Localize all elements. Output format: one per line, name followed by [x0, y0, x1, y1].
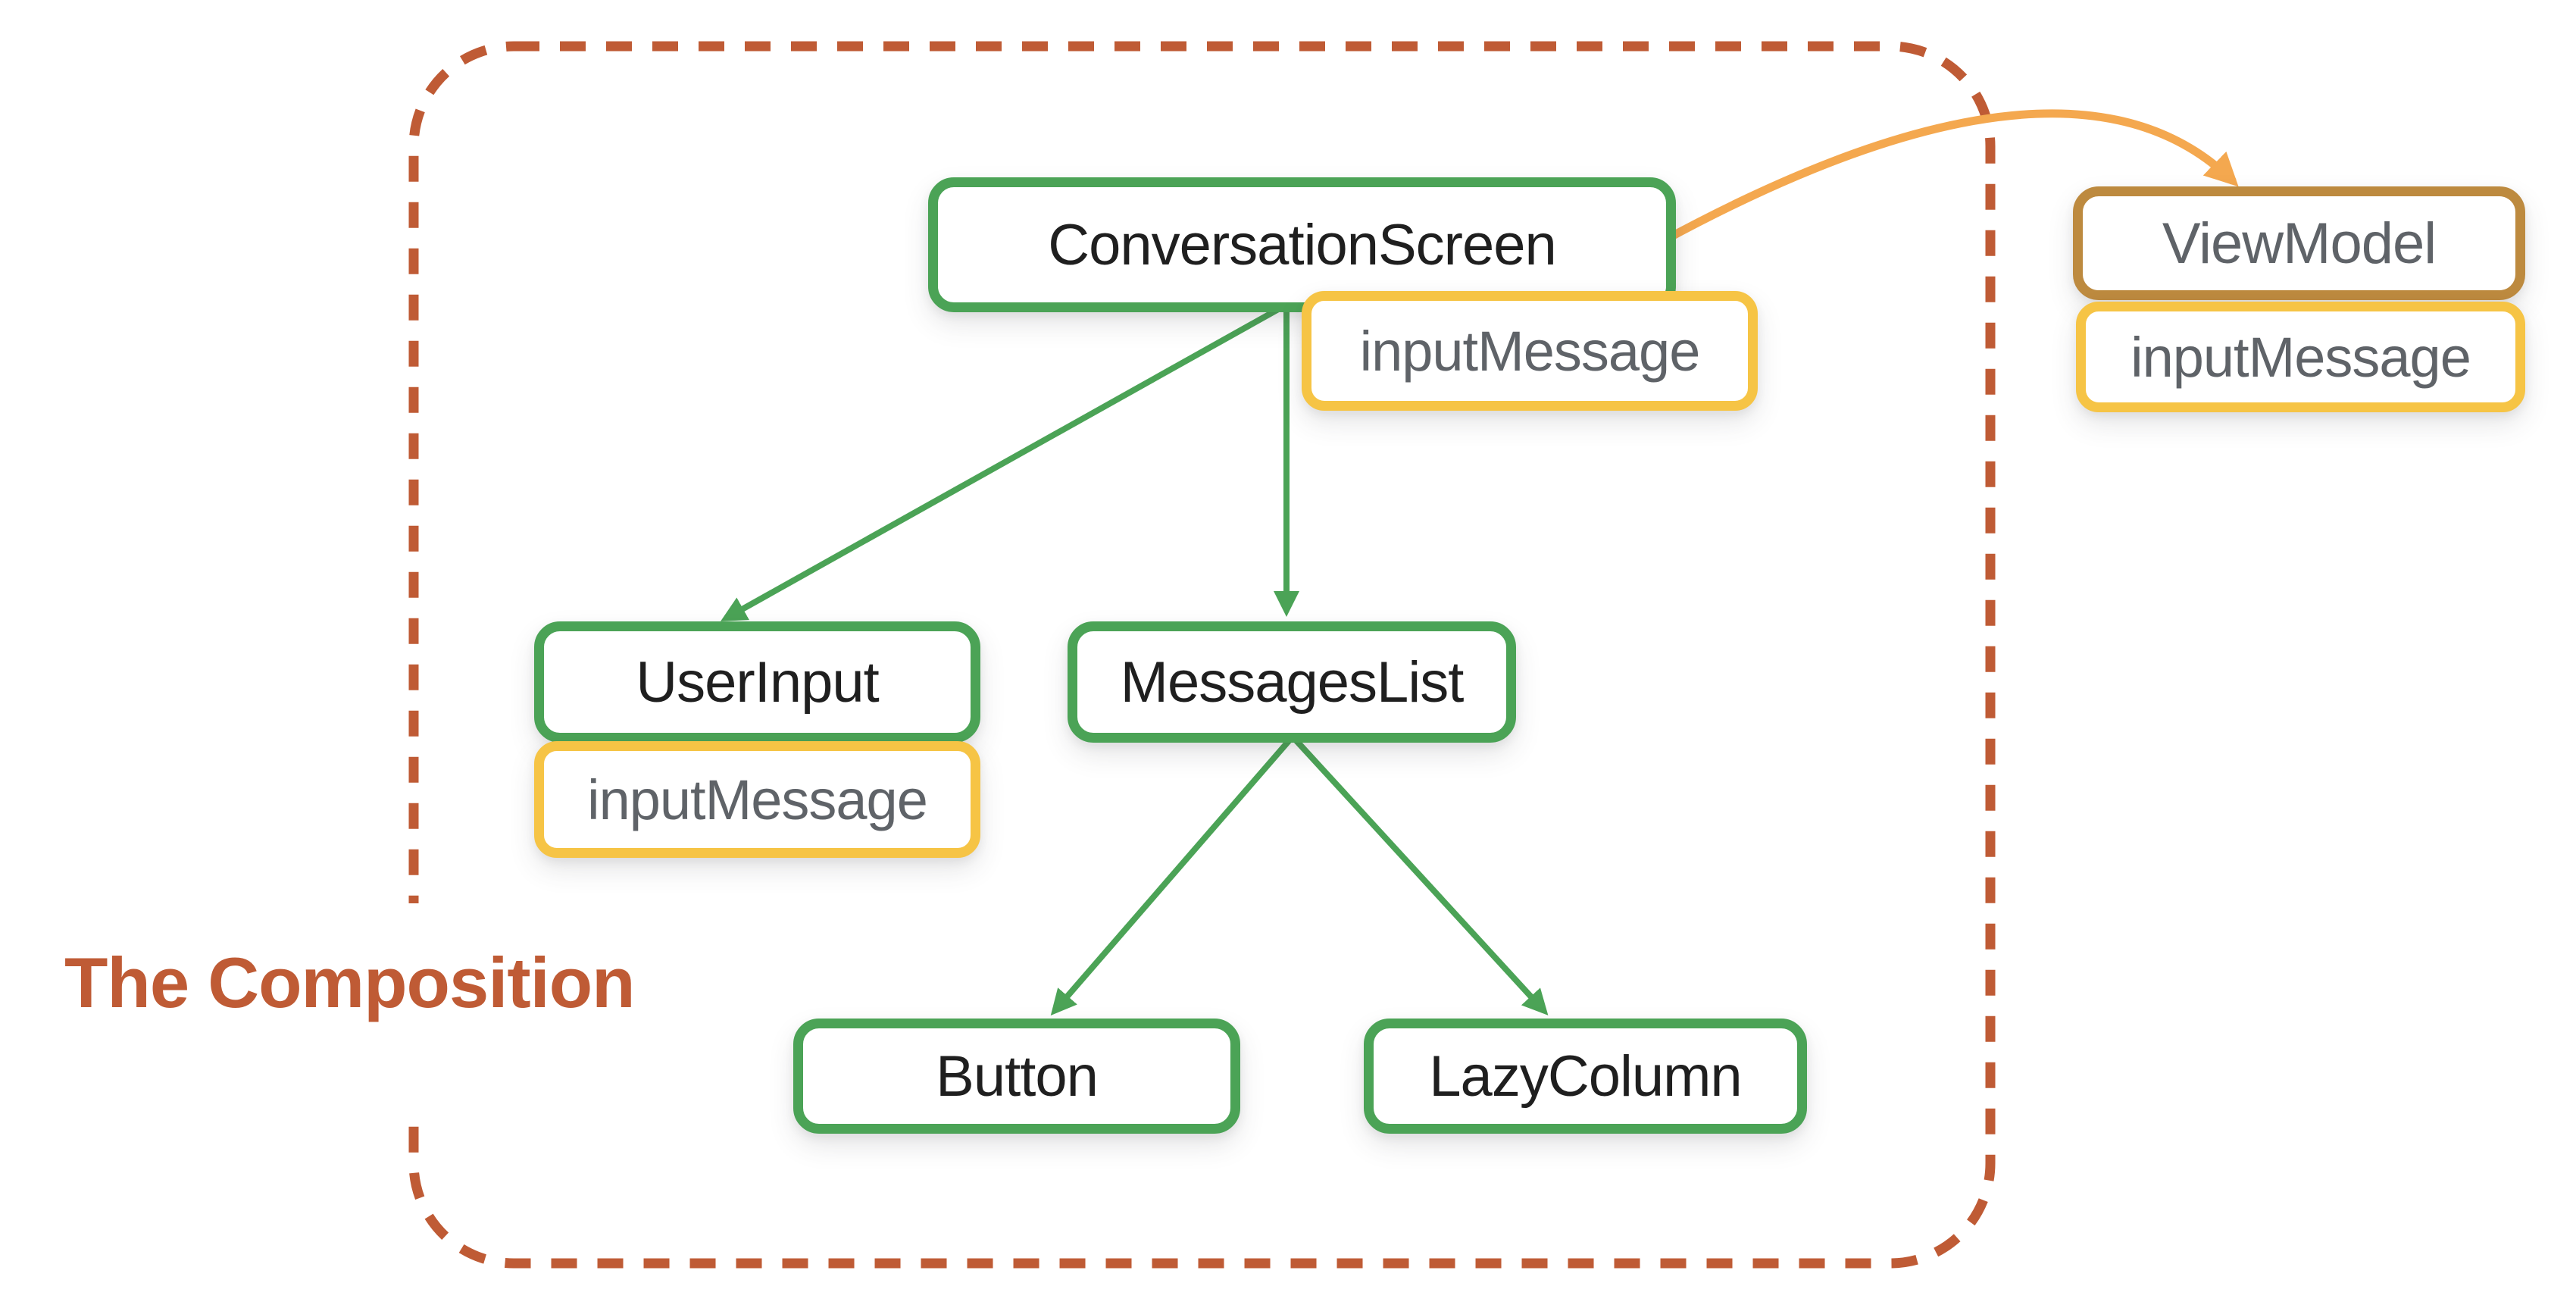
node-conversation-screen-label: ConversationScreen [1048, 212, 1557, 277]
node-view-model: ViewModel [2073, 186, 2525, 300]
node-user-input-label: UserInput [636, 649, 879, 715]
node-messages-list-label: MessagesList [1120, 649, 1465, 715]
node-button: Button [793, 1019, 1240, 1134]
state-badge-view-model-label: inputMessage [2131, 325, 2471, 389]
node-conversation-screen: ConversationScreen [928, 177, 1676, 312]
node-button-label: Button [936, 1044, 1099, 1109]
node-view-model-label: ViewModel [2162, 211, 2437, 276]
node-messages-list: MessagesList [1068, 621, 1516, 743]
state-badge-conversation-screen: inputMessage [1302, 291, 1758, 411]
node-lazy-column: LazyColumn [1364, 1019, 1807, 1134]
state-badge-conversation-screen-label: inputMessage [1359, 319, 1701, 383]
arrow-conversationscreen-to-viewmodel [1658, 109, 2239, 246]
state-badge-view-model: inputMessage [2076, 302, 2525, 412]
state-badge-user-input-label: inputMessage [587, 768, 928, 831]
edge-conversationscreen-to-userinput [721, 302, 1288, 621]
node-user-input: UserInput [534, 621, 980, 743]
composition-title: The Composition [64, 943, 636, 1022]
state-badge-user-input: inputMessage [534, 741, 980, 858]
node-lazy-column-label: LazyColumn [1429, 1044, 1742, 1109]
edge-messageslist-to-button [1050, 734, 1296, 1016]
frame-title-gap [380, 903, 449, 1123]
edge-messageslist-to-lazycolumn [1290, 734, 1549, 1015]
composition-frame-border [408, 41, 1996, 1269]
